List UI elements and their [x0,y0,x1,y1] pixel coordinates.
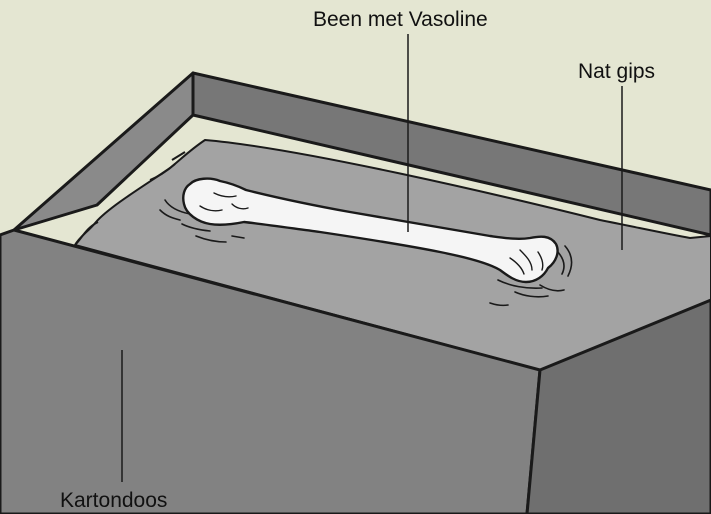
box-label: Kartondoos [60,490,167,511]
bone-label: Been met Vasoline [313,9,488,30]
plaster-label: Nat gips [578,61,655,82]
